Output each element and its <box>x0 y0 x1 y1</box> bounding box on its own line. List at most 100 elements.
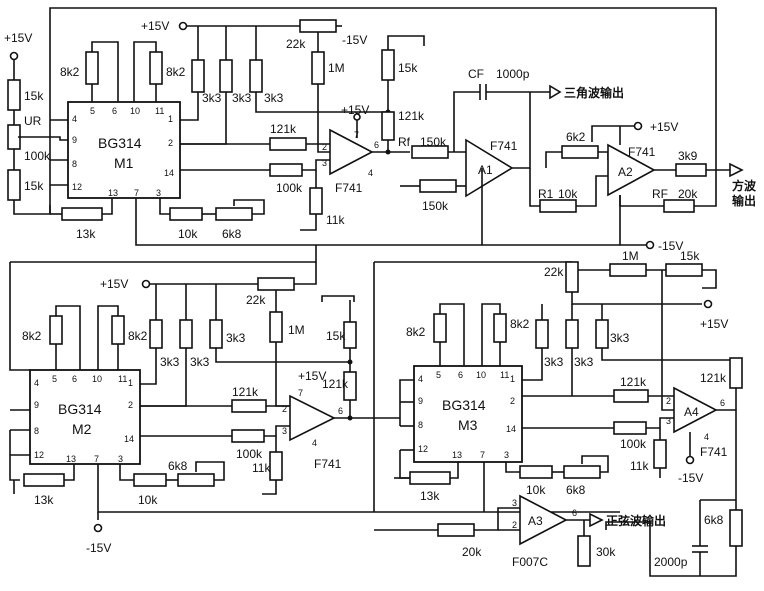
opamp-a3-model: F007C <box>512 555 548 569</box>
svg-text:7: 7 <box>94 454 99 464</box>
cf-label: CF <box>468 67 484 81</box>
cf-value: 1000p <box>496 67 530 81</box>
r-8k2-m1-b-label: 8k2 <box>166 65 186 79</box>
opamp-top-model: F741 <box>335 181 363 195</box>
resistor-121k-in-top <box>269 137 307 151</box>
resistor-3k3-b <box>219 59 233 93</box>
resistor-121k-a4-feedback <box>729 357 743 389</box>
r-3k3-b-label: 3k3 <box>232 91 252 105</box>
svg-text:2: 2 <box>512 520 517 530</box>
resistor-10k-m2 <box>133 473 167 487</box>
svg-text:3: 3 <box>156 188 161 198</box>
rf-label: Rf <box>398 135 411 149</box>
resistor-3k3-m2-a <box>149 319 163 349</box>
opamp-a3-label: A3 <box>528 514 543 528</box>
m2-name: BG314 <box>58 401 102 417</box>
r-22k-m3-label: 22k <box>544 265 564 279</box>
vneg-bottom-label: -15V <box>86 541 111 555</box>
resistor-8k2-m3-a <box>433 313 447 343</box>
opamp-a3 <box>519 494 568 546</box>
vneg-right-label: -15V <box>658 239 683 253</box>
svg-text:3: 3 <box>118 454 123 464</box>
r-3k3-a-label: 3k3 <box>202 91 222 105</box>
opamp-mid <box>289 394 336 442</box>
svg-text:1: 1 <box>510 374 515 384</box>
r-1m-m3-label: 1M <box>622 249 639 263</box>
r-22k-top-label: 22k <box>286 37 306 51</box>
r-8k2-m2-b-label: 8k2 <box>128 329 148 343</box>
svg-text:14: 14 <box>164 168 174 178</box>
svg-text:6: 6 <box>720 398 725 408</box>
svg-text:13: 13 <box>108 188 118 198</box>
resistor-3k3-m3-c <box>595 319 609 349</box>
chip-m3 <box>413 365 523 463</box>
svg-text:3: 3 <box>504 450 509 460</box>
r-30k-a3-label: 30k <box>596 545 616 559</box>
svg-text:3: 3 <box>322 158 327 168</box>
svg-text:6: 6 <box>72 374 77 384</box>
r-8k2-m2-a-label: 8k2 <box>22 329 42 343</box>
resistor-10k-m1 <box>169 207 203 221</box>
r-6k8-m1-label: 6k8 <box>222 227 242 241</box>
m3-name: BG314 <box>442 397 486 413</box>
resistor-15k-lower <box>7 169 21 201</box>
svg-text:4: 4 <box>312 438 317 448</box>
chip-m1 <box>67 101 181 199</box>
svg-text:7: 7 <box>134 188 139 198</box>
svg-text:5: 5 <box>436 370 441 380</box>
opamp-a4-model: F741 <box>700 445 728 459</box>
svg-text:8: 8 <box>34 426 39 436</box>
opamp-a2 <box>607 143 656 197</box>
resistor-1m-m3 <box>609 263 647 277</box>
resistor-8k2-m2-a <box>49 315 63 345</box>
vneg-top-label: -15V <box>342 33 367 47</box>
r-15k-top-right-label: 15k <box>398 61 418 75</box>
svg-text:7: 7 <box>298 388 303 398</box>
svg-text:6: 6 <box>338 406 343 416</box>
r-100k-top-label: 100k <box>276 181 303 195</box>
svg-text:12: 12 <box>72 182 82 192</box>
r-6k8-m2-label: 6k8 <box>168 459 188 473</box>
resistor-15k-m2 <box>343 321 357 349</box>
resistor-15k-m3 <box>665 263 703 277</box>
a2-vpos-label: +15V <box>650 120 678 134</box>
r-13k-m3-label: 13k <box>420 489 440 503</box>
bottom-right-section: BG314 M3 4 9 8 12 5 6 10 11 13 7 3 1 2 1… <box>373 249 743 577</box>
svg-text:10: 10 <box>130 106 140 116</box>
vpos-terminal <box>9 51 19 61</box>
opamp-mid-model: F741 <box>314 457 342 471</box>
svg-text:12: 12 <box>418 444 428 454</box>
svg-text:5: 5 <box>90 106 95 116</box>
svg-text:6: 6 <box>112 106 117 116</box>
ur-label: UR <box>24 114 42 128</box>
svg-text:14: 14 <box>506 424 516 434</box>
resistor-3k3-m2-b <box>179 319 193 349</box>
resistor-8k2-m2-b <box>111 315 125 345</box>
resistor-10k-m3 <box>519 465 553 479</box>
resistor-13k-m1 <box>61 207 103 221</box>
vpos-label: +15V <box>4 31 32 45</box>
svg-text:3: 3 <box>666 416 671 426</box>
svg-text:6: 6 <box>458 370 463 380</box>
resistor-150k-a1 <box>419 179 457 193</box>
svg-text:6: 6 <box>374 140 379 150</box>
svg-text:4: 4 <box>34 378 39 388</box>
r-15k-m3-label: 15k <box>680 249 700 263</box>
r-3k3-m2-a-label: 3k3 <box>160 355 180 369</box>
svg-text:4: 4 <box>704 432 709 442</box>
resistor-11k-top <box>309 187 323 215</box>
r-100k-m2-label: 100k <box>236 447 263 461</box>
r-100k-m3-label: 100k <box>620 437 647 451</box>
resistor-121k-feedback-top <box>381 111 395 141</box>
resistor-3k3-m3-b <box>565 319 579 349</box>
svg-text:8: 8 <box>72 159 77 169</box>
r-20k-a3-label: 20k <box>462 545 482 559</box>
r-121k-feedback-m2-label: 121k <box>322 377 349 391</box>
resistor-100k-m2 <box>231 429 265 443</box>
r-15k-lower-label: 15k <box>24 179 44 193</box>
potentiometer-6k8-m2 <box>177 473 215 487</box>
r-121k-a4-feedback-label: 121k <box>700 371 727 385</box>
vpos-m2-label: +15V <box>100 277 128 291</box>
resistor-15k-top-right <box>381 49 395 81</box>
opamp-a4 <box>673 386 718 434</box>
